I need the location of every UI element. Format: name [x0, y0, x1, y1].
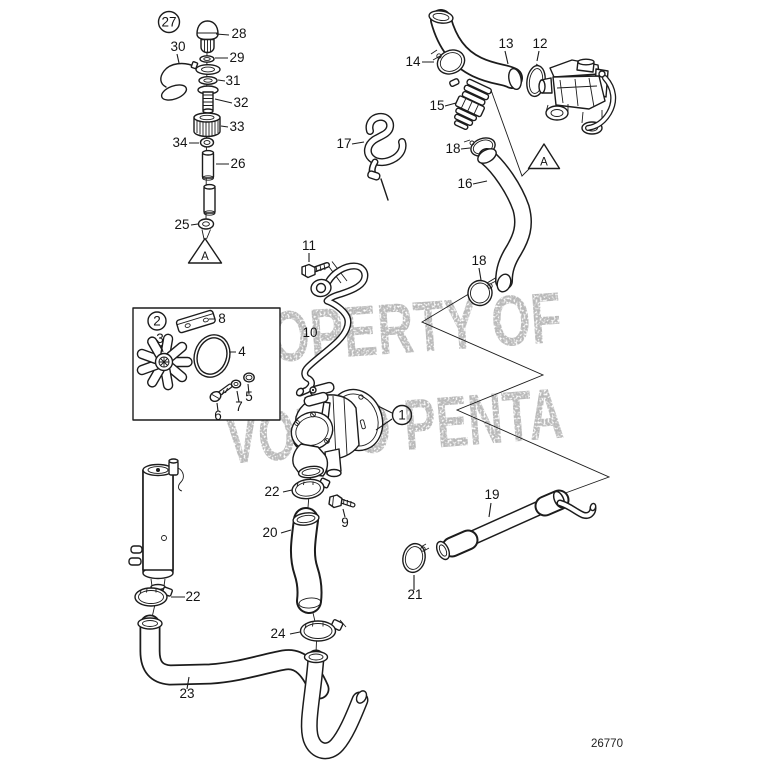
part-clip-17: [363, 112, 407, 201]
callout-3: 3: [156, 331, 164, 346]
callout-13: 13: [498, 36, 513, 51]
part-pipe-10: [295, 261, 369, 397]
part-cap-28: [196, 20, 219, 54]
pump-outlet-elbow: [292, 443, 342, 479]
part-clamp-14: [430, 49, 466, 75]
callout-9: 9: [341, 515, 349, 530]
callout-18a: 18: [445, 141, 460, 156]
callout-7: 7: [235, 399, 243, 414]
callout-22a: 22: [264, 484, 279, 499]
callout-25: 25: [174, 217, 189, 232]
pump-front-cover: [290, 411, 334, 451]
callout-2: 2: [153, 314, 161, 329]
pipe-19-group: [402, 489, 597, 574]
callout-14: 14: [405, 54, 421, 69]
part-clamp-24: [299, 619, 347, 642]
callout-12: 12: [532, 36, 547, 51]
callout-1: 1: [398, 408, 406, 423]
callout-24: 24: [270, 626, 286, 641]
callout-6: 6: [214, 408, 222, 423]
callout-11: 11: [302, 238, 316, 253]
callout-2-circled: 2: [147, 311, 167, 331]
seawater-pump-group: [290, 261, 384, 654]
part-connector-15: [449, 78, 492, 131]
part-clamp-18-lower: [467, 279, 497, 307]
part-clamp-22-left: [134, 586, 174, 607]
part-tube-26: [201, 149, 216, 216]
part-lanyard-30: [160, 61, 221, 101]
top-hose-group: A: [363, 9, 561, 307]
part-clamp-22-upper: [291, 477, 331, 500]
callout-22b: 22: [185, 589, 200, 604]
part-oring-5: [243, 372, 255, 383]
callout-33: 33: [229, 119, 244, 134]
part-bolt-11: [301, 262, 330, 279]
callout-27-circled: 27: [157, 10, 181, 34]
callout-30: 30: [170, 39, 185, 54]
impeller-kit-box: [132, 307, 281, 421]
callout-34: 34: [172, 135, 188, 150]
callout-18b: 18: [471, 253, 486, 268]
part-washer-25: [197, 218, 215, 230]
part-plate-8: [175, 309, 216, 334]
part-washer-31: [198, 75, 218, 85]
warning-triangle-icon: A: [187, 237, 223, 264]
callout-19: 19: [484, 487, 499, 502]
part-hose-13: [428, 9, 523, 91]
callout-26: 26: [230, 156, 245, 171]
part-washer-29: [199, 55, 215, 63]
strainer-group: [128, 458, 330, 700]
priming-pump-assembly: A: [160, 20, 223, 264]
callout-31: 31: [225, 73, 240, 88]
callout-labels: 27 28 30 29 31 32 33 34 26 25 17 14 13 1…: [147, 10, 548, 701]
part-hose-20: [290, 507, 323, 614]
part-hose-16: [477, 148, 532, 293]
callout-8: 8: [218, 311, 226, 326]
callout-15: 15: [429, 98, 444, 113]
part-washer-7: [230, 379, 242, 389]
part-hose-23: [137, 614, 330, 700]
part-pipe-19: [435, 489, 570, 561]
callout-23: 23: [179, 686, 194, 701]
callout-16: 16: [457, 176, 472, 191]
callout-4: 4: [238, 344, 246, 359]
callout-21: 21: [407, 587, 422, 602]
warning-triangle-letter: A: [201, 251, 209, 263]
strainer-nipple: [168, 458, 184, 492]
drawing-number: 26770: [591, 738, 623, 750]
callout-29: 29: [229, 50, 244, 65]
callout-28: 28: [231, 26, 246, 41]
hose-stack-group: [290, 477, 369, 760]
callout-17: 17: [336, 136, 351, 151]
part-oring-4: [193, 334, 231, 378]
callout-10: 10: [302, 325, 317, 340]
callout-27: 27: [161, 15, 176, 30]
break-lines: [421, 89, 611, 496]
warning-triangle-letter: A: [540, 157, 548, 169]
callout-32: 32: [233, 95, 248, 110]
callout-20: 20: [262, 525, 277, 540]
part-pigtail-fitting: [556, 499, 597, 519]
warning-triangle-icon: A: [527, 143, 561, 170]
part-bolt-9: [328, 494, 356, 509]
part-knurled-nut-33: [193, 112, 221, 138]
part-impeller-3: [136, 333, 193, 391]
part-nut-34: [199, 137, 215, 148]
engine-bracket: [538, 58, 617, 135]
part-hose-below-24: [300, 649, 369, 760]
callout-1-circled: 1: [391, 404, 413, 426]
part-clamp-21: [402, 542, 430, 574]
callout-5: 5: [245, 389, 253, 404]
part-screw-6: [209, 383, 233, 403]
